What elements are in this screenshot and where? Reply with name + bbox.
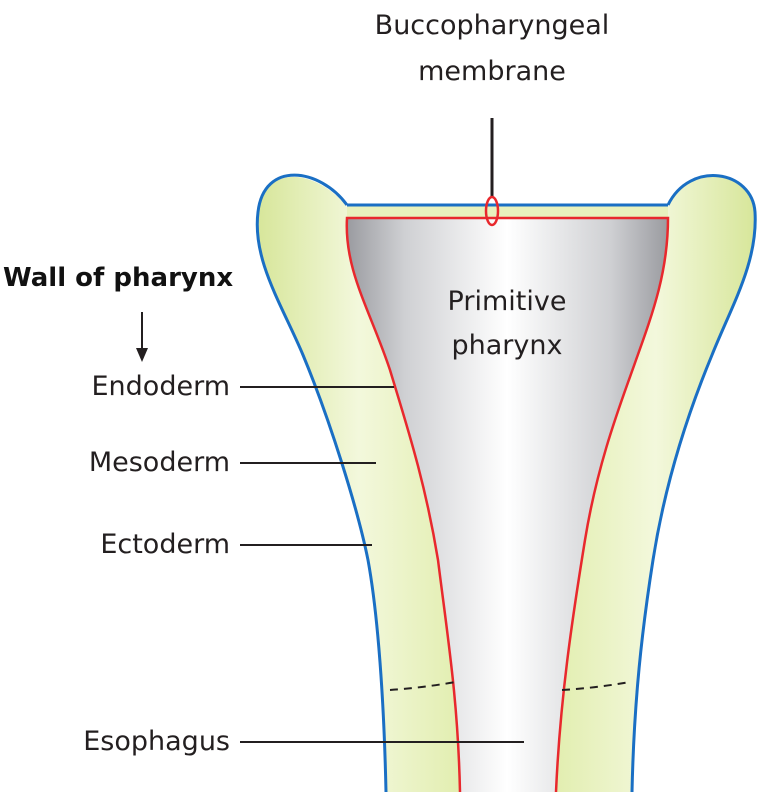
membrane-label-line1: Buccopharyngeal bbox=[360, 10, 624, 42]
mesoderm-label: Mesoderm bbox=[20, 447, 230, 479]
primitive-pharynx-label-line1: Primitive bbox=[432, 286, 582, 318]
membrane-mesoderm-band bbox=[347, 205, 668, 218]
membrane-label-line2: membrane bbox=[360, 56, 624, 88]
wall-of-pharynx-title: Wall of pharynx bbox=[3, 262, 233, 294]
primitive-pharynx-label-line2: pharynx bbox=[432, 330, 582, 362]
wall-arrow-head bbox=[136, 348, 148, 362]
endoderm-label: Endoderm bbox=[20, 371, 230, 403]
esophagus-label: Esophagus bbox=[20, 726, 230, 758]
ectoderm-label: Ectoderm bbox=[20, 529, 230, 561]
